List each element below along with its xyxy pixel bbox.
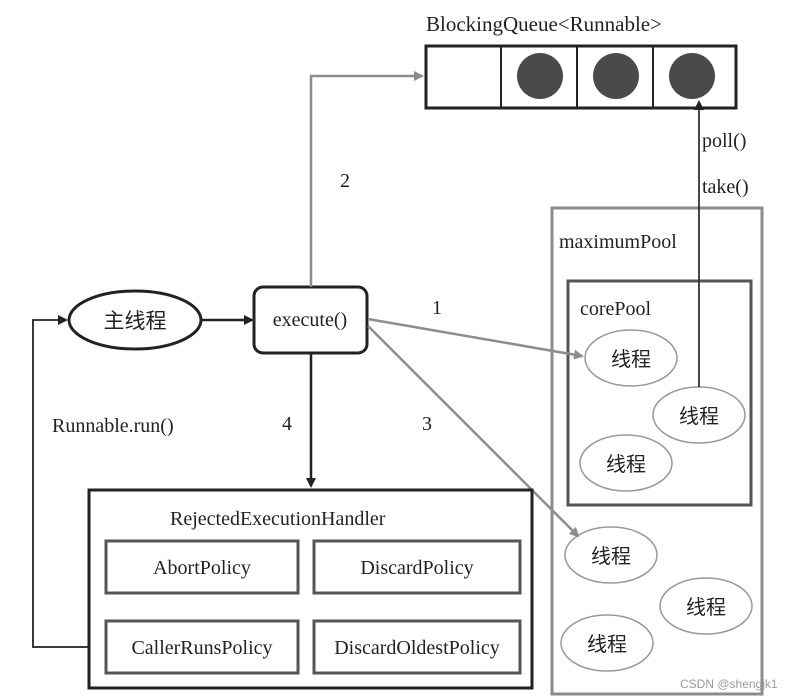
runnable-run-arrow <box>32 315 106 648</box>
execute-node: execute() <box>252 285 369 355</box>
svg-text:线程: 线程 <box>606 452 646 476</box>
core-pool-box <box>566 279 753 507</box>
svg-text:execute(): execute() <box>273 309 347 331</box>
edge-4-label: 4 <box>282 413 292 435</box>
thread-node: 线程 <box>564 526 658 584</box>
svg-text:线程: 线程 <box>679 404 719 428</box>
svg-text:线程: 线程 <box>611 347 651 371</box>
policy-discard: DiscardPolicy <box>312 539 522 595</box>
maximum-pool-box <box>550 206 764 696</box>
edge-1-arrow <box>367 317 584 360</box>
svg-text:线程: 线程 <box>587 632 627 656</box>
policy-discard-oldest: DiscardOldestPolicy <box>312 619 522 675</box>
core-pool-label: corePool <box>580 298 652 320</box>
queue-task <box>593 53 639 99</box>
thread-node: 线程 <box>579 434 673 492</box>
svg-text:CallerRunsPolicy: CallerRunsPolicy <box>131 637 272 659</box>
take-label: take() <box>702 176 749 198</box>
svg-text:DiscardOldestPolicy: DiscardOldestPolicy <box>334 637 500 659</box>
edge-3-label: 3 <box>422 413 432 435</box>
policy-caller-runs: CallerRunsPolicy <box>104 619 300 675</box>
thread-node: 线程 <box>560 614 654 672</box>
watermark: CSDN @shengjk1 <box>680 677 778 691</box>
poll-label: poll() <box>702 130 746 152</box>
thread-node: 线程 <box>659 577 753 635</box>
edge-2-label: 2 <box>340 170 350 192</box>
edge-2-arrow <box>309 71 424 287</box>
blocking-queue <box>424 44 738 110</box>
maximum-pool-label: maximumPool <box>559 231 677 253</box>
runnable-run-label: Runnable.run() <box>52 415 174 437</box>
queue-task <box>517 53 563 99</box>
handler-title: RejectedExecutionHandler <box>170 508 386 530</box>
svg-text:DiscardPolicy: DiscardPolicy <box>360 557 473 579</box>
queue-task <box>669 53 715 99</box>
svg-text:线程: 线程 <box>686 595 726 619</box>
svg-text:主线程: 主线程 <box>104 309 167 333</box>
thread-node: 线程 <box>584 329 678 387</box>
policy-abort: AbortPolicy <box>104 539 300 595</box>
edge-3-arrow <box>367 325 580 538</box>
main-thread-node: 主线程 <box>67 289 203 351</box>
svg-text:线程: 线程 <box>591 544 631 568</box>
svg-text:AbortPolicy: AbortPolicy <box>153 557 251 579</box>
edge-1-label: 1 <box>432 297 442 319</box>
thread-node: 线程 <box>652 386 746 444</box>
queue-title: BlockingQueue<Runnable> <box>426 12 662 36</box>
